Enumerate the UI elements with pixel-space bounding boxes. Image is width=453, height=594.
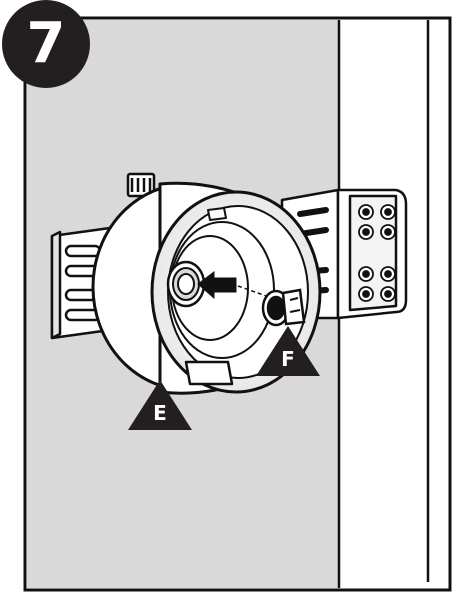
- callout-label-f: F: [268, 347, 308, 371]
- step-number: 7: [16, 6, 76, 82]
- callout-label-e: E: [140, 401, 180, 425]
- cap-f: [263, 290, 304, 325]
